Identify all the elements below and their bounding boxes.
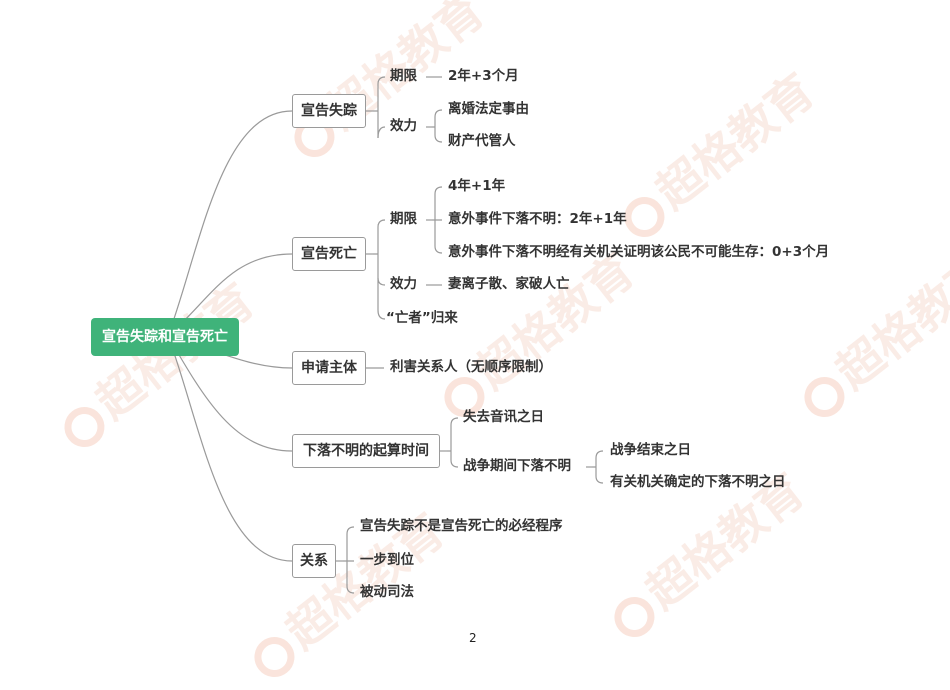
branch-applicant[interactable]: 申请主体 <box>292 351 366 385</box>
missing-time-item: 战争期间下落不明 <box>463 458 571 474</box>
death-period-item: 4年+1年 <box>448 178 506 194</box>
relation-item: 一步到位 <box>360 552 414 568</box>
relation-item: 宣告失踪不是宣告死亡的必经程序 <box>360 518 563 534</box>
death-effect-label: 效力 <box>390 276 417 292</box>
branch-missing-time[interactable]: 下落不明的起算时间 <box>292 434 440 468</box>
death-effect-value: 妻离子散、家破人亡 <box>448 276 570 292</box>
mindmap-canvas: 超格教育 超格教育 超格教育 超格教育 超格教育 超格教育 超格教育 <box>56 0 950 685</box>
disappearance-period-value: 2年+3个月 <box>448 68 519 84</box>
missing-time-item: 失去音讯之日 <box>463 409 544 425</box>
relation-item: 被动司法 <box>360 584 414 600</box>
death-period-item: 意外事件下落不明：2年+1年 <box>448 211 627 227</box>
branch-disappearance[interactable]: 宣告失踪 <box>292 94 366 128</box>
death-period-item: 意外事件下落不明经有关机关证明该公民不可能生存：0+3个月 <box>448 244 830 260</box>
disappearance-effect-item: 离婚法定事由 <box>448 101 529 117</box>
disappearance-effect-item: 财产代管人 <box>448 133 516 149</box>
applicant-value: 利害关系人（无顺序限制） <box>390 359 552 375</box>
page-number: 2 <box>469 631 477 645</box>
root-node[interactable]: 宣告失踪和宣告死亡 <box>91 318 239 356</box>
death-return: “亡者”归来 <box>386 310 458 326</box>
war-item: 战争结束之日 <box>610 442 691 458</box>
death-period-label: 期限 <box>390 211 417 227</box>
war-item: 有关机关确定的下落不明之日 <box>610 474 786 490</box>
branch-death[interactable]: 宣告死亡 <box>292 237 366 271</box>
branch-relation[interactable]: 关系 <box>292 544 336 578</box>
disappearance-period-label: 期限 <box>390 68 417 84</box>
disappearance-effect-label: 效力 <box>390 118 417 134</box>
